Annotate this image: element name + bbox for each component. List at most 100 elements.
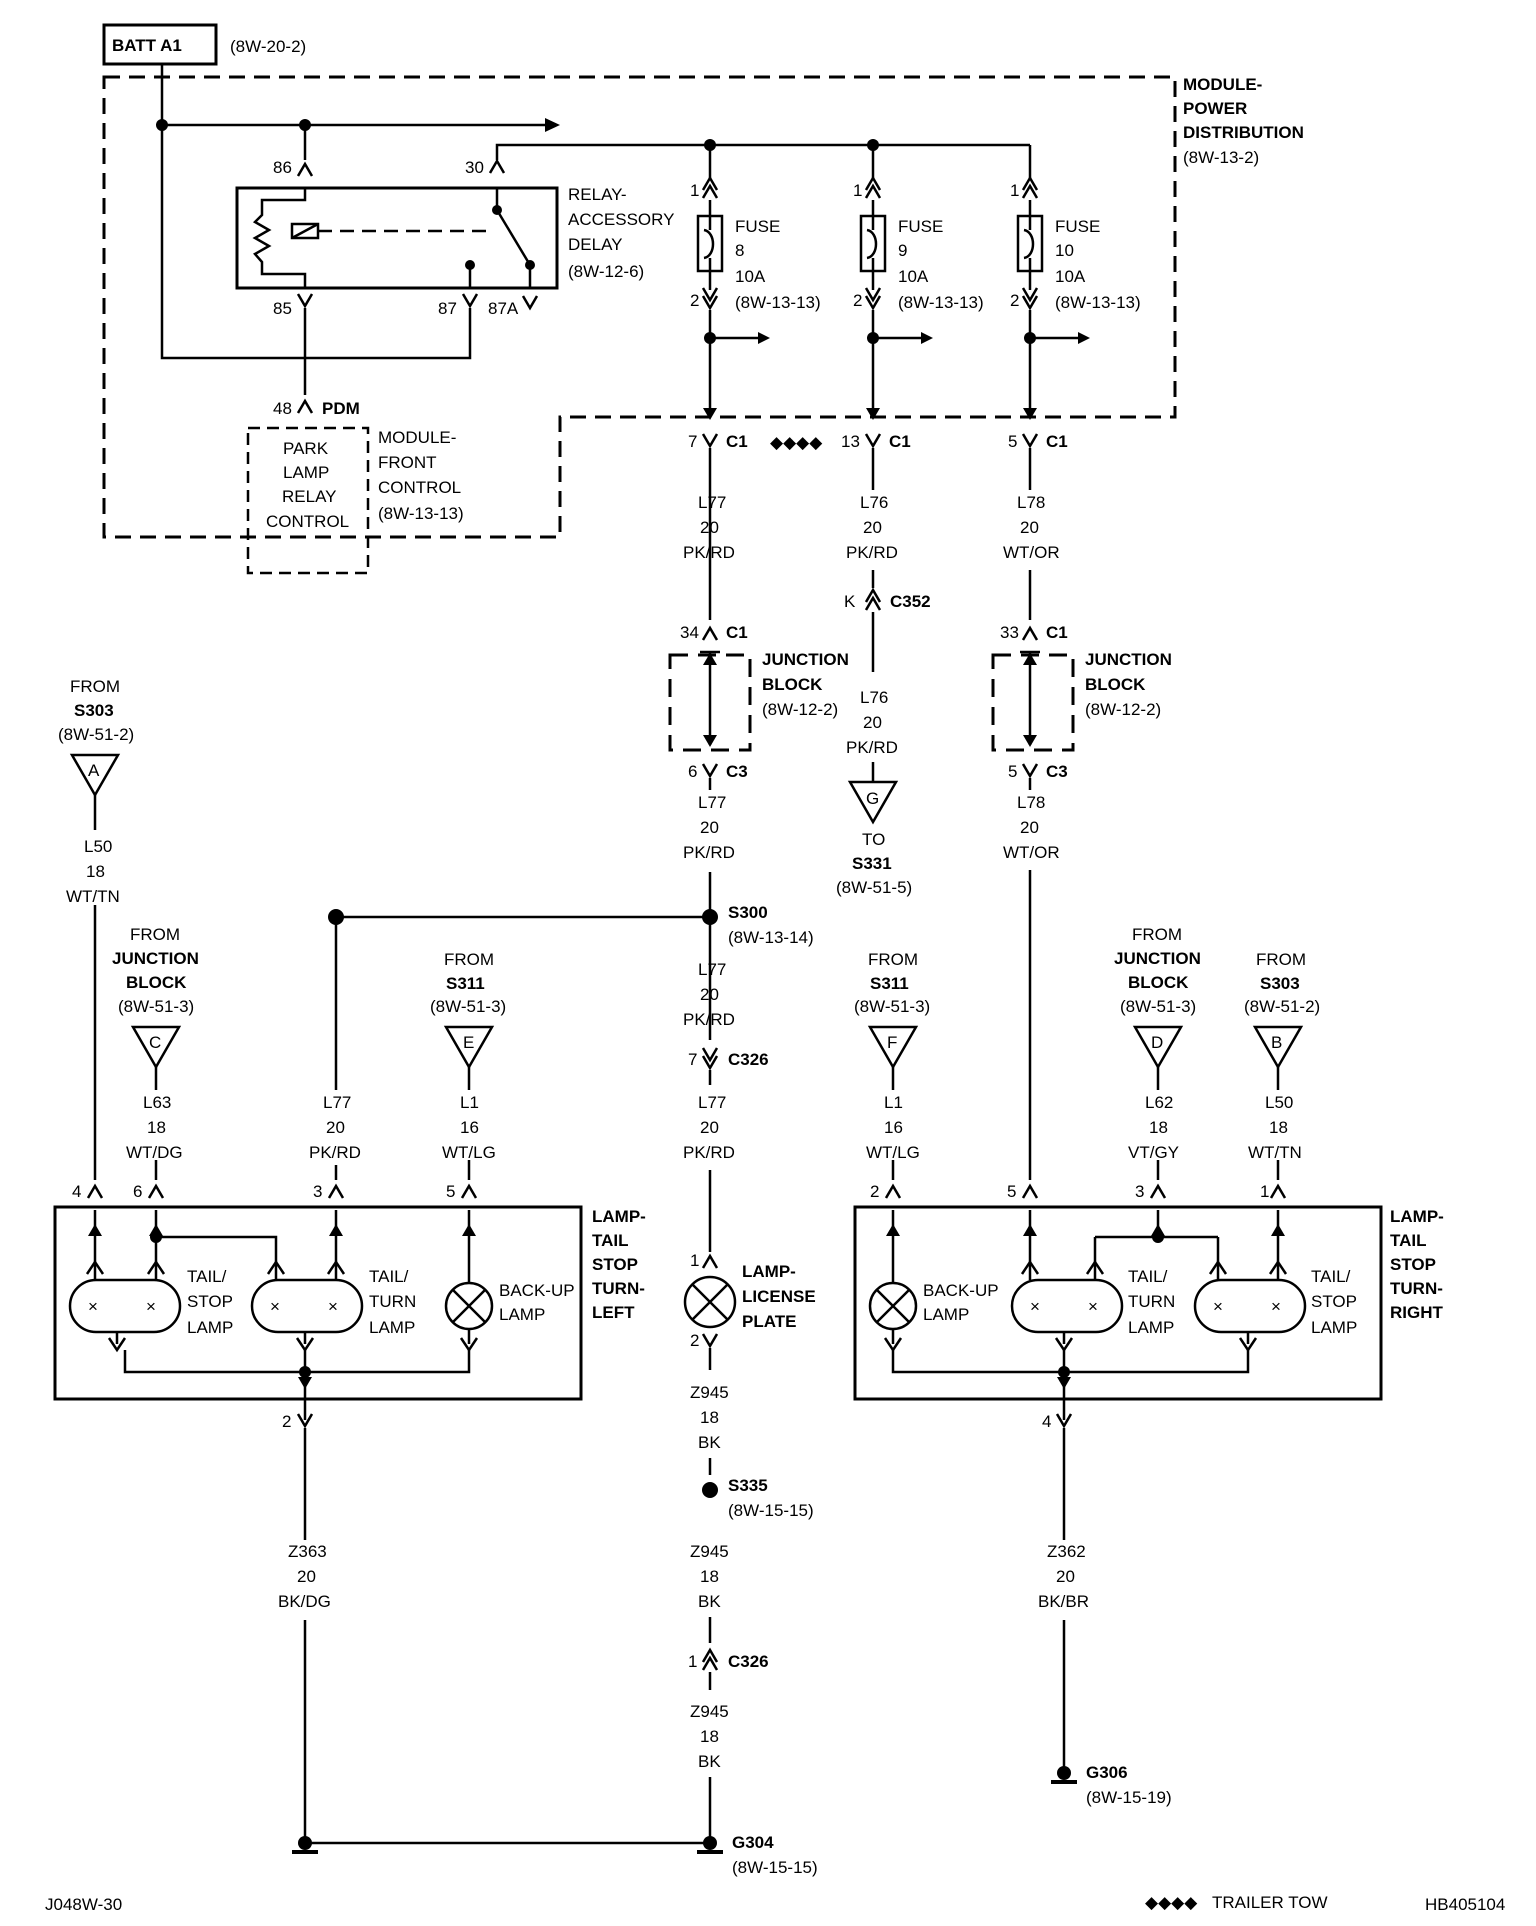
c352-pin: K [844,592,856,611]
s300-name: S300 [728,903,768,922]
batt-a1-box [102,23,218,66]
svg-text:PK/RD: PK/RD [846,738,898,757]
lamp-left-title-5: LEFT [592,1303,635,1322]
pdm-ref: (8W-13-2) [1183,148,1259,167]
svg-text:18: 18 [700,1567,719,1586]
c1-a-name: C1 [726,432,748,451]
flag-f-src: S311 [870,974,909,993]
svg-text:×: × [88,1297,98,1316]
c1-b-name: C1 [889,432,911,451]
license-pin-bot: 2 [690,1331,699,1350]
lamp-right-backup-bulb [868,1281,918,1331]
svg-text:STOP: STOP [1311,1292,1357,1311]
pdm-title-3: DISTRIBUTION [1183,123,1304,142]
svg-text:LAMP: LAMP [499,1305,545,1324]
lamp-right-pin-5: 5 [1007,1182,1016,1201]
fcm-title-3: CONTROL [378,478,461,497]
c1-jb-a-pin: 34 [680,623,699,642]
svg-text:L77: L77 [698,960,726,979]
svg-text:18: 18 [700,1727,719,1746]
svg-text:WT/OR: WT/OR [1003,843,1060,862]
flag-e-src: S311 [446,974,485,993]
flag-f: F [867,1025,919,1070]
svg-text:×: × [270,1297,280,1316]
fuse-10: 1 FUSE 10 10A (8W-13-13) 2 [1010,145,1141,420]
license-pin-top: 1 [690,1251,699,1270]
jb-a-line1: JUNCTION [762,650,849,669]
license-title-1: LAMP- [742,1262,796,1281]
svg-text:A: A [88,761,100,780]
svg-text:L1: L1 [884,1093,903,1112]
footer-diamonds: ◆◆◆◆ [1145,1893,1198,1912]
svg-text:LAMP: LAMP [1128,1318,1174,1337]
svg-text:16: 16 [460,1118,479,1137]
svg-text:B: B [1271,1033,1282,1052]
footer-legend: TRAILER TOW [1212,1893,1328,1912]
fuse-8: 1 FUSE 8 10A (8W-13-13) 2 [690,139,821,420]
relay-title-1: RELAY- [568,185,627,204]
lamp-left-pin-3: 3 [313,1182,322,1201]
svg-text:PK/RD: PK/RD [683,1010,735,1029]
flag-b: B [1252,1025,1304,1070]
fcm-title-2: FRONT [378,453,437,472]
svg-text:10A: 10A [898,267,929,286]
trailer-tow-diamonds: ◆◆◆◆ [770,433,823,452]
svg-text:WT/TN: WT/TN [1248,1143,1302,1162]
jb-a-line2: BLOCK [762,675,823,694]
c3-b-name: C3 [1046,762,1068,781]
svg-text:BK: BK [698,1752,721,1771]
svg-text:WT/LG: WT/LG [442,1143,496,1162]
fcm-box-2: LAMP [283,463,329,482]
svg-text:L76: L76 [860,688,888,707]
flag-g: G [847,780,899,825]
relay-title-2: ACCESSORY [568,210,674,229]
svg-text:20: 20 [700,985,719,1004]
fcm-box-1: PARK [283,439,329,458]
lamp-left-pin-5: 5 [446,1182,455,1201]
flag-e-from: FROM [444,950,494,969]
relay-box [235,186,559,290]
flag-a-ref: (8W-51-2) [58,725,134,744]
relay-pin-87a: 87A [488,299,519,318]
svg-text:20: 20 [863,518,882,537]
svg-text:20: 20 [1020,818,1039,837]
svg-text:E: E [463,1033,474,1052]
flag-e-ref: (8W-51-3) [430,997,506,1016]
c1-b-pin: 13 [841,432,860,451]
svg-text:20: 20 [326,1118,345,1137]
svg-text:(8W-13-13): (8W-13-13) [898,293,984,312]
batt-a1-ref: (8W-20-2) [230,37,306,56]
svg-text:9: 9 [898,241,907,260]
relay-pin-87: 87 [438,299,457,318]
c3-b-pin: 5 [1008,762,1017,781]
g304-name: G304 [732,1833,774,1852]
svg-text:×: × [328,1297,338,1316]
c352-name: C352 [890,592,931,611]
flag-d: D [1132,1025,1184,1070]
svg-text:PK/RD: PK/RD [683,1143,735,1162]
flag-d-src1: JUNCTION [1114,949,1201,968]
svg-text:L50: L50 [84,837,112,856]
lamp-left-title-3: STOP [592,1255,638,1274]
svg-text:TURN: TURN [369,1292,416,1311]
lamp-right-title-4: TURN- [1390,1279,1443,1298]
lamp-left-backup-bulb [444,1281,494,1331]
pdm-title-1: MODULE- [1183,75,1262,94]
lamp-right-box [853,1205,1383,1401]
svg-text:10: 10 [1055,241,1074,260]
flag-b-from: FROM [1256,950,1306,969]
svg-text:BK/BR: BK/BR [1038,1592,1089,1611]
lamp-right-title-1: LAMP- [1390,1207,1444,1226]
svg-text:FUSE: FUSE [735,217,780,236]
lamp-left-ground-pin: 2 [282,1412,291,1431]
lamp-left-box [53,1205,583,1401]
svg-text:20: 20 [1020,518,1039,537]
g306-name: G306 [1086,1763,1128,1782]
c326-bot-pin: 1 [688,1652,697,1671]
svg-text:8: 8 [735,241,744,260]
svg-text:1: 1 [1010,181,1019,200]
fcm-box-4: CONTROL [266,512,349,531]
svg-text:20: 20 [1056,1567,1075,1586]
svg-text:C: C [149,1033,161,1052]
flag-c-ref: (8W-51-3) [118,997,194,1016]
